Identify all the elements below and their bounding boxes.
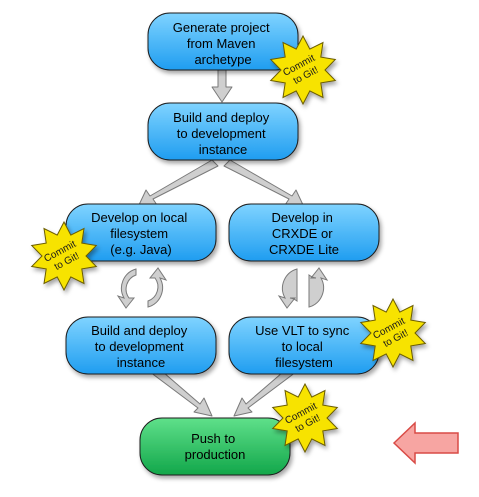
node-develop-local: Develop on local filesystem (e.g. Java): [65, 203, 217, 262]
node-develop-local-line-2: filesystem: [110, 226, 168, 241]
node-generate-project-box: [147, 12, 299, 71]
commit-star-badge: Commit to Git!: [30, 220, 98, 292]
starburst-badge: [30, 220, 98, 292]
node-vlt-sync: Use VLT to sync to local filesystem: [228, 316, 380, 375]
node-build-deploy-1-line-1: Build and deploy: [173, 110, 270, 125]
node-build-deploy-1-box: [147, 102, 299, 161]
node-build-deploy-1: Build and deploy to development instance: [147, 102, 299, 161]
connector-arrow-build-to-develop-local: [137, 159, 219, 208]
node-develop-crxde-line-2: CRXDE or: [272, 226, 333, 241]
connector-arrow-build-to-develop-crxde: [223, 159, 305, 208]
svg-text:Generate project from Ma: Generate project from Maven archetype: [173, 20, 273, 67]
node-build-deploy-2: Build and deploy to development instance: [65, 316, 217, 375]
left-arrow-icon: [392, 421, 459, 465]
node-generate-project-line-1: Generate project: [173, 20, 270, 35]
node-push-to-production-box: [139, 417, 291, 476]
node-build-deploy-2-line-1: Build and deploy: [91, 323, 188, 338]
node-develop-local-line-1: Develop on local: [91, 210, 187, 225]
svg-text:Use VLT to sync to local: Use VLT to sync to local filesystem: [255, 323, 353, 370]
node-generate-project-line-3: archetype: [194, 52, 251, 67]
svg-text:Build and deploy to deve: Build and deploy to development instance: [173, 110, 273, 157]
commit-star-badge: Commit to Git!: [359, 297, 427, 369]
node-push-to-production: Push to production: [139, 417, 291, 476]
svg-text:Push to production: Push to production: [185, 431, 246, 462]
node-generate-project-line-2: from Maven: [187, 36, 256, 51]
node-build-deploy-2-line-2: to development: [95, 339, 184, 354]
node-vlt-sync-line-3: filesystem: [275, 355, 333, 370]
node-develop-crxde: Develop in CRXDE or CRXDE Lite: [228, 203, 380, 262]
refresh-cycle-icon: [277, 267, 329, 309]
node-push-to-production-line-2: production: [185, 447, 246, 462]
node-develop-local-line-3: (e.g. Java): [110, 242, 171, 257]
node-push-to-production-line-1: Push to: [191, 431, 235, 446]
node-develop-crxde-line-1: Develop in: [271, 210, 332, 225]
node-generate-project: Generate project from Maven archetype: [147, 12, 299, 71]
connector-arrow-generate-to-build: [211, 69, 233, 103]
svg-text:Develop on local filesys: Develop on local filesystem (e.g. Java): [91, 210, 191, 257]
node-develop-crxde-box: [228, 203, 380, 262]
svg-text:Develop in CRXDE or: Develop in CRXDE or CRXDE Lite: [269, 210, 339, 257]
connector-arrows: [137, 69, 305, 417]
node-build-deploy-1-line-2: to development: [177, 126, 266, 141]
refresh-cycle-icon: [116, 267, 168, 309]
commit-star-badge: Commit to Git!: [269, 34, 337, 106]
node-build-deploy-2-box: [65, 316, 217, 375]
node-develop-crxde-line-3: CRXDE Lite: [269, 242, 339, 257]
starburst-badge: [271, 382, 339, 454]
starburst-badge: [269, 34, 337, 106]
svg-text:Build and deploy to deve: Build and deploy to development instance: [91, 323, 191, 370]
starburst-badge: [359, 297, 427, 369]
node-vlt-sync-line-1: Use VLT to sync: [255, 323, 350, 338]
commit-star-badge: Commit to Git!: [271, 382, 339, 454]
node-vlt-sync-line-2: to local: [282, 339, 323, 354]
node-build-deploy-2-line-3: instance: [117, 355, 165, 370]
node-build-deploy-1-line-3: instance: [199, 142, 247, 157]
